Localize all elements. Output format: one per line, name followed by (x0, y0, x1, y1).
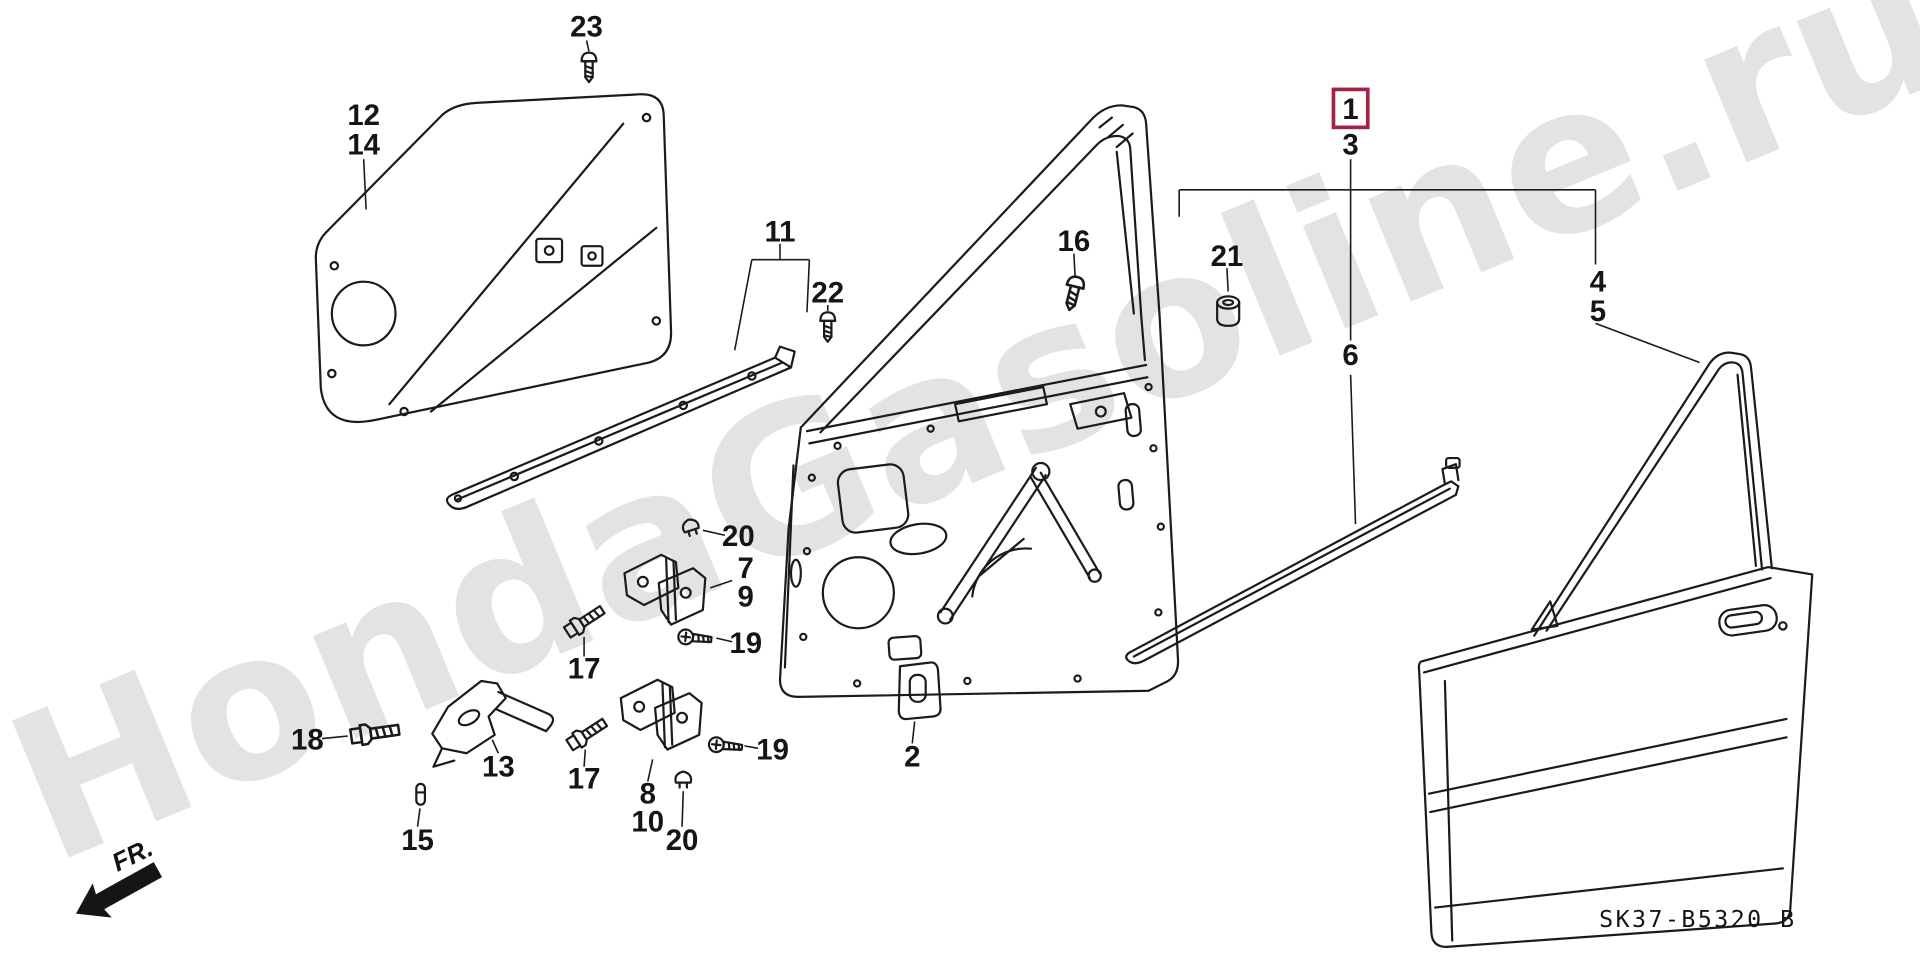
door-check (431, 679, 555, 768)
callout-23[interactable]: 23 (570, 11, 603, 44)
callout-3[interactable]: 3 (1342, 128, 1358, 161)
callout-7[interactable]: 7 (738, 552, 754, 585)
screw-23 (580, 51, 598, 84)
callout-22[interactable]: 22 (811, 277, 844, 310)
callout-17-upper[interactable]: 17 (568, 653, 601, 686)
callout-9[interactable]: 9 (738, 580, 754, 613)
callout-19-upper[interactable]: 19 (729, 627, 762, 660)
callout-6[interactable]: 6 (1342, 339, 1358, 372)
callout-17-lower[interactable]: 17 (568, 763, 601, 796)
callout-8[interactable]: 8 (640, 777, 656, 810)
belt-weatherstrip (1125, 456, 1461, 665)
callout-10[interactable]: 10 (631, 806, 664, 839)
callout-21[interactable]: 21 (1211, 240, 1244, 273)
watermark-text: HondaGasoline.ru (0, 0, 1920, 909)
callout-18[interactable]: 18 (291, 724, 324, 757)
leader-lines (321, 40, 1700, 827)
callout-4[interactable]: 4 (1590, 265, 1607, 298)
belt-molding-strip (445, 345, 796, 510)
callout-20-upper[interactable]: 20 (722, 520, 755, 553)
callout-15[interactable]: 15 (401, 824, 434, 857)
callout-2[interactable]: 2 (904, 741, 920, 774)
diagram-code: SK37-B5320 B (1599, 906, 1796, 933)
door-trim-panel (314, 93, 673, 424)
clip-20-lower (674, 770, 693, 789)
callout-5[interactable]: 5 (1590, 295, 1606, 328)
fr-direction-indicator: FR. (75, 834, 163, 918)
check-pin (415, 782, 427, 806)
callout-14[interactable]: 14 (347, 128, 380, 161)
callout-13[interactable]: 13 (482, 751, 515, 784)
callout-20-lower[interactable]: 20 (666, 824, 699, 857)
callout-16[interactable]: 16 (1058, 225, 1091, 258)
grommet-21 (1216, 295, 1241, 327)
callout-11[interactable]: 11 (764, 215, 795, 248)
bolt-17-lower (563, 714, 611, 754)
callout-12[interactable]: 12 (347, 99, 380, 132)
callout-19-lower[interactable]: 19 (756, 733, 789, 766)
door-outer-panel (1417, 351, 1814, 948)
fr-arrow-icon (75, 862, 163, 918)
callout-labels: 23 12 14 11 22 16 21 1 3 4 5 6 20 7 9 19… (291, 11, 1607, 857)
screw-19-lower (707, 735, 744, 756)
door-inner-panel (778, 104, 1180, 699)
callout-1[interactable]: 1 (1342, 93, 1358, 126)
highlight-box-callout-1 (1331, 87, 1370, 130)
bracket-part-2 (897, 661, 942, 721)
lower-door-hinge (619, 678, 703, 751)
